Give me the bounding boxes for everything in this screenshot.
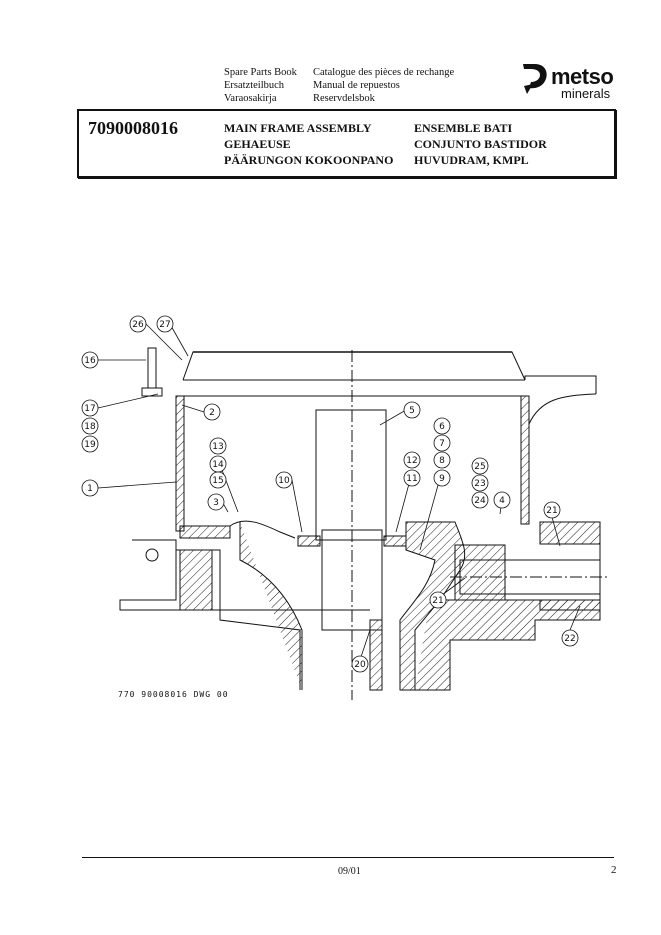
balloon: 21 xyxy=(429,591,447,609)
balloon: 11 xyxy=(403,469,421,487)
svg-text:5: 5 xyxy=(409,406,415,416)
title-name: MAIN FRAME ASSEMBLY xyxy=(224,121,372,135)
language-line: Spare Parts Book xyxy=(224,67,297,78)
svg-text:19: 19 xyxy=(84,440,96,450)
page-number: 2 xyxy=(611,864,617,876)
svg-text:23: 23 xyxy=(474,479,485,489)
balloon: 12 xyxy=(403,451,421,469)
svg-text:10: 10 xyxy=(278,476,290,486)
balloon: 17 xyxy=(81,399,99,417)
svg-text:9: 9 xyxy=(439,474,445,484)
balloon: 9 xyxy=(433,469,451,487)
balloon: 26 xyxy=(129,315,147,333)
title-name: ENSEMBLE BATI xyxy=(414,121,513,135)
balloon: 8 xyxy=(433,451,451,469)
balloon: 22 xyxy=(561,629,579,647)
balloon: 13 xyxy=(209,437,227,455)
balloon: 24 xyxy=(471,491,489,509)
svg-text:25: 25 xyxy=(474,462,485,472)
header-languages-col1: Spare Parts Book Ersatzteilbuch Varaosak… xyxy=(224,66,297,105)
balloon: 2 xyxy=(203,403,221,421)
svg-text:7: 7 xyxy=(439,439,445,449)
balloon: 14 xyxy=(209,455,227,473)
metso-logo-icon xyxy=(523,64,547,94)
svg-text:16: 16 xyxy=(84,356,96,366)
svg-text:4: 4 xyxy=(499,496,505,506)
svg-text:2: 2 xyxy=(209,408,215,418)
svg-text:1: 1 xyxy=(87,484,93,494)
title-names-col2: ENSEMBLE BATI CONJUNTO BASTIDOR HUVUDRAM… xyxy=(414,120,547,168)
balloon: 21 xyxy=(543,501,561,519)
svg-text:26: 26 xyxy=(132,320,144,330)
balloon: 23 xyxy=(471,474,489,492)
svg-text:15: 15 xyxy=(212,476,223,486)
language-line: Manual de repuestos xyxy=(313,80,400,91)
balloon: 16 xyxy=(81,351,99,369)
balloon: 4 xyxy=(493,491,511,509)
title-box xyxy=(77,109,616,178)
svg-text:24: 24 xyxy=(474,496,486,506)
balloon: 27 xyxy=(156,315,174,333)
footer-date: 09/01 xyxy=(338,866,361,877)
svg-text:18: 18 xyxy=(84,422,96,432)
language-line: Ersatzteilbuch xyxy=(224,80,285,91)
svg-text:27: 27 xyxy=(159,320,170,330)
balloon: 25 xyxy=(471,457,489,475)
svg-text:21: 21 xyxy=(546,506,557,516)
svg-text:12: 12 xyxy=(406,456,417,466)
svg-text:14: 14 xyxy=(212,460,224,470)
balloon: 1 xyxy=(81,479,99,497)
balloon: 3 xyxy=(207,493,225,511)
svg-text:20: 20 xyxy=(354,660,366,670)
svg-text:17: 17 xyxy=(84,404,95,414)
language-line: Reservdelsbok xyxy=(313,93,375,104)
metso-logo: metso minerals xyxy=(519,60,619,102)
svg-text:8: 8 xyxy=(439,456,445,466)
title-name: HUVUDRAM, KMPL xyxy=(414,153,529,167)
balloon: 5 xyxy=(403,401,421,419)
balloon: 20 xyxy=(351,655,369,673)
svg-text:22: 22 xyxy=(564,634,575,644)
footer-rule xyxy=(82,857,614,858)
logo-subword: minerals xyxy=(561,86,611,101)
balloon: 10 xyxy=(275,471,293,489)
svg-text:21: 21 xyxy=(432,596,443,606)
logo-word: metso xyxy=(551,64,614,89)
main-frame-cross-section: 26 27 16 17 18 19 2 1 13 14 15 3 10 5 6 … xyxy=(81,315,610,700)
language-line: Varaosakirja xyxy=(224,93,277,104)
svg-text:13: 13 xyxy=(212,442,223,452)
title-name: PÄÄRUNGON KOKOONPANO xyxy=(224,153,394,167)
svg-text:3: 3 xyxy=(213,498,219,508)
main-frame-drawing: 26 27 16 17 18 19 2 1 13 14 15 3 10 5 6 … xyxy=(70,300,630,705)
header-languages-col2: Catalogue des pièces de rechange Manual … xyxy=(313,66,454,105)
balloon: 15 xyxy=(209,471,227,489)
balloon: 19 xyxy=(81,435,99,453)
balloon: 7 xyxy=(433,434,451,452)
title-names-col1: MAIN FRAME ASSEMBLY GEHAEUSE PÄÄRUNGON K… xyxy=(224,120,393,168)
svg-text:6: 6 xyxy=(439,422,445,432)
balloon: 6 xyxy=(433,417,451,435)
svg-text:11: 11 xyxy=(406,474,417,484)
title-name: GEHAEUSE xyxy=(224,137,291,151)
title-name: CONJUNTO BASTIDOR xyxy=(414,137,547,151)
balloon: 18 xyxy=(81,417,99,435)
part-number: 7090008016 xyxy=(88,118,178,138)
drawing-number: 770 90008016 DWG 00 xyxy=(118,690,229,699)
language-line: Catalogue des pièces de rechange xyxy=(313,67,455,78)
